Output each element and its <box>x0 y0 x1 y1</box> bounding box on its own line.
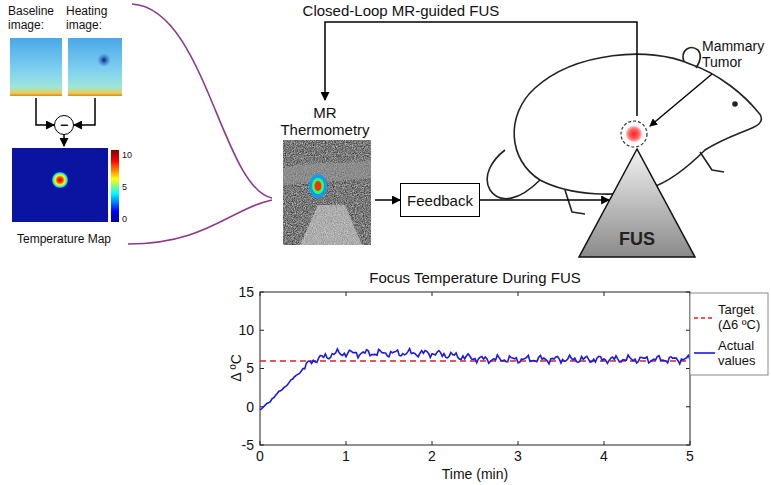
axis-tick: 0 <box>246 399 254 415</box>
tick <box>518 441 519 445</box>
mouse-leg <box>565 190 585 214</box>
axis-tick: 15 <box>238 284 254 300</box>
mouse-leg <box>700 152 724 172</box>
tissue <box>283 160 371 186</box>
colorbar <box>111 150 119 222</box>
tick <box>604 292 605 296</box>
heat-spot <box>315 181 322 191</box>
connector-arrow <box>63 135 65 146</box>
chart <box>260 292 768 445</box>
image-panel: MR Thermometry <box>275 100 375 247</box>
tick <box>346 441 347 445</box>
temperature-map <box>12 148 119 222</box>
axis-tick: 5 <box>686 448 694 464</box>
node-text: Heating image: <box>66 4 124 32</box>
leader-arrow <box>650 74 712 126</box>
image-field <box>10 38 62 96</box>
connector-arrow <box>375 199 400 201</box>
axis-tick: 10 <box>238 322 254 338</box>
transducer-triangle: FUS <box>578 148 696 258</box>
tick <box>686 406 690 407</box>
tick <box>260 330 264 331</box>
heat-spot <box>51 171 69 189</box>
tick-marks <box>260 292 690 445</box>
axis-title: Δ ºC <box>228 354 244 382</box>
tick <box>604 441 605 445</box>
tick <box>260 368 264 369</box>
tick <box>518 292 519 296</box>
mouse-eye <box>733 102 737 106</box>
tumor-ring <box>621 121 647 147</box>
node-text: Feedback <box>407 192 473 209</box>
heat-spot <box>309 174 327 198</box>
colorbar-tick: 10 <box>122 150 132 160</box>
chart-title: Focus Temperature During FUS <box>369 269 580 286</box>
tick <box>260 445 264 446</box>
node-text: − <box>60 118 68 132</box>
mr-image <box>283 140 371 245</box>
callout-label: Mammary Tumor <box>702 38 768 70</box>
connector-arrow <box>480 199 609 201</box>
legend-sample <box>694 317 715 319</box>
legend-text: Target (Δ6 ºC) <box>718 302 768 332</box>
process-box: Feedback <box>400 183 480 217</box>
mouse-ear <box>683 48 700 68</box>
tick <box>686 330 690 331</box>
heat-spot <box>312 178 324 194</box>
legend-text: Actual values <box>718 338 768 368</box>
colorbar-tick: 0 <box>122 214 127 224</box>
mouse-tail <box>487 150 540 199</box>
node-text: Baseline image: <box>8 4 64 32</box>
mr-field <box>283 140 371 245</box>
image-panel: Temperature Map <box>5 146 123 246</box>
image-panel: Baseline image: <box>8 4 64 98</box>
axis-tick: -5 <box>242 437 254 453</box>
axis-tick: 5 <box>246 360 254 376</box>
transducer-shadow <box>300 205 362 245</box>
axis-title: Time (min) <box>442 466 508 482</box>
tick <box>260 292 264 293</box>
tick <box>260 441 261 445</box>
tick <box>346 292 347 296</box>
axis-tick: 4 <box>600 448 608 464</box>
tick <box>686 292 690 293</box>
tumor <box>621 121 647 147</box>
connector-arrow <box>36 98 54 125</box>
connector-arrow <box>325 22 637 116</box>
baseline-image <box>10 38 62 96</box>
heat-spot <box>97 53 111 67</box>
node-text: FUS <box>578 229 696 250</box>
image-panel: Heating image: <box>66 4 124 98</box>
legend-box <box>690 293 768 375</box>
tick <box>686 445 690 446</box>
axis-tick: 0 <box>256 448 264 464</box>
mr-noise <box>283 140 371 245</box>
tick <box>690 441 691 445</box>
connector-arrow <box>74 98 95 125</box>
temperature-trace <box>260 349 690 410</box>
axis-tick: 2 <box>428 448 436 464</box>
colorbar-tick: 5 <box>122 182 127 192</box>
legend-sample <box>694 352 715 354</box>
image-field <box>68 38 122 96</box>
tick <box>432 441 433 445</box>
node-text: Temperature Map <box>5 232 123 246</box>
node-text: MR Thermometry <box>275 104 375 138</box>
tick <box>432 292 433 296</box>
map-field <box>12 148 108 222</box>
brace-arm <box>132 4 272 198</box>
plot-frame <box>260 292 690 445</box>
axis-tick: 3 <box>514 448 522 464</box>
subtract-symbol: − <box>54 115 74 135</box>
triangle-shape <box>579 149 695 257</box>
axis-tick: 1 <box>342 448 350 464</box>
heating-image <box>68 38 122 96</box>
edge-label: Closed-Loop MR-guided FUS <box>300 2 503 19</box>
tick <box>686 368 690 369</box>
tick <box>260 292 261 296</box>
brace <box>128 4 272 244</box>
brace-arm <box>128 200 272 244</box>
tumor-spot <box>626 126 642 142</box>
